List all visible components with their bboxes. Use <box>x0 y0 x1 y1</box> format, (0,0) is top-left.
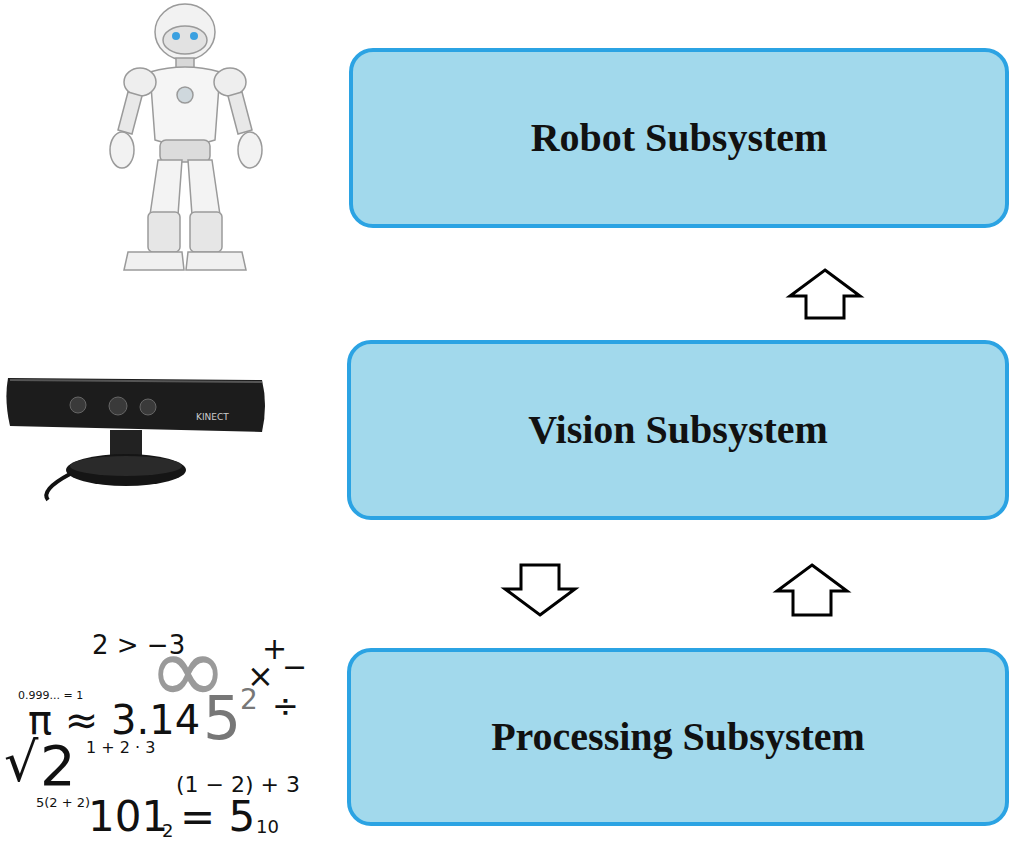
minus-symbol: − <box>282 652 307 682</box>
math-subscript: 10 <box>256 818 279 836</box>
subsystem-box: Robot Subsystem <box>349 48 1009 228</box>
block-arrow <box>505 565 575 615</box>
arrow-shape <box>777 565 847 615</box>
math-number: = 5 <box>180 796 255 838</box>
device-brand: KINECT <box>196 413 229 422</box>
subsystem-box: Vision Subsystem <box>347 340 1009 520</box>
block-arrow <box>790 270 860 318</box>
math-exponent: 2 <box>240 686 258 714</box>
math-number: 2 <box>40 738 76 794</box>
subsystem-title: Processing Subsystem <box>491 715 865 759</box>
math-expression: 5(2 + 2) <box>36 796 90 809</box>
arrow-shape <box>790 270 860 318</box>
math-expression: (1 − 2) + 3 <box>176 774 300 796</box>
subsystem-title: Robot Subsystem <box>531 116 828 160</box>
arrow-shape <box>505 565 575 615</box>
divide-symbol: ÷ <box>272 690 299 722</box>
math-base: 5 <box>203 688 241 748</box>
kinect-illustration <box>6 378 265 500</box>
math-number: 101 <box>88 796 168 838</box>
subsystem-title: Vision Subsystem <box>528 408 828 452</box>
robot-illustration <box>110 4 262 270</box>
math-expression: π ≈ 3.14 <box>28 700 200 740</box>
math-expression: 1 + 2 · 3 <box>86 740 155 756</box>
block-arrow <box>777 565 847 615</box>
subsystem-box: Processing Subsystem <box>347 648 1009 826</box>
math-subscript: 2 <box>162 822 173 840</box>
root-symbol: √ <box>4 736 38 790</box>
